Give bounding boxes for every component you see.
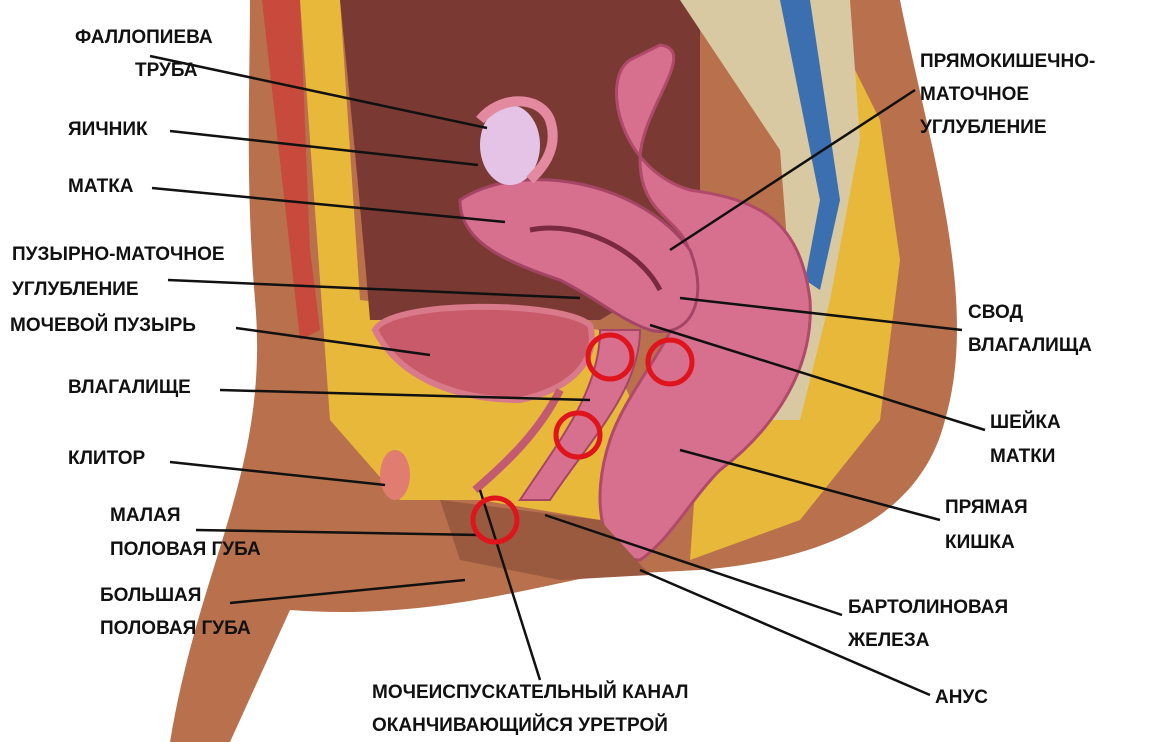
label-cervix: ШЕЙКА bbox=[990, 412, 1061, 433]
uterus bbox=[458, 178, 700, 333]
label-vaginal-fornix-2: ВЛАГАЛИЩА bbox=[968, 335, 1092, 356]
highlight-circle bbox=[553, 410, 603, 460]
label-rectouterine-2: МАТОЧНОЕ bbox=[920, 84, 1030, 105]
leader-line bbox=[229, 578, 466, 605]
label-rectum: ПРЯМАЯ bbox=[945, 497, 1028, 518]
label-labia-minora-2: ПОЛОВАЯ ГУБА bbox=[110, 539, 261, 560]
leader-line bbox=[649, 323, 986, 432]
leader-line bbox=[679, 296, 963, 332]
highlight-circle bbox=[585, 332, 635, 382]
label-vesicouterine: ПУЗЫРНО-МАТОЧНОЕ bbox=[12, 244, 225, 265]
leader-line bbox=[149, 54, 488, 130]
rectum bbox=[598, 43, 812, 562]
leader-line bbox=[151, 186, 506, 224]
label-clitoris: КЛИТОР bbox=[68, 448, 146, 469]
label-labia-majora-2: ПОЛОВАЯ ГУБА bbox=[100, 618, 251, 639]
clitoris bbox=[380, 450, 410, 500]
uterine-cavity bbox=[529, 225, 663, 292]
label-urethra-2: ОКАНЧИВАЮЩИЙСЯ УРЕТРОЙ bbox=[372, 715, 668, 736]
label-bladder: МОЧЕВОЙ ПУЗЫРЬ bbox=[10, 315, 196, 336]
label-bartholin-gland-2: ЖЕЛЕЗА bbox=[848, 630, 930, 651]
leader-lines bbox=[149, 54, 986, 697]
ovary bbox=[480, 105, 540, 185]
leader-line bbox=[195, 528, 481, 537]
leader-line bbox=[639, 568, 931, 697]
label-vesicouterine-2: УГЛУБЛЕНИЕ bbox=[12, 279, 139, 300]
label-ovary: ЯИЧНИК bbox=[68, 119, 148, 140]
leader-line bbox=[544, 513, 843, 617]
label-bartholin-gland: БАРТОЛИНОВАЯ bbox=[848, 597, 1009, 618]
abdominal-muscle bbox=[262, 0, 320, 340]
label-urethra: МОЧЕИСПУСКАТЕЛЬНЫЙ КАНАЛ bbox=[372, 682, 689, 703]
label-labia-minora: МАЛАЯ bbox=[110, 505, 181, 526]
label-fallopian-tube-2: ТРУБА bbox=[135, 60, 198, 81]
spinal-canal bbox=[780, 0, 840, 290]
urethra bbox=[472, 388, 564, 494]
leader-line bbox=[679, 448, 941, 522]
leader-line bbox=[235, 326, 431, 357]
leader-line bbox=[219, 388, 591, 402]
label-labia-majora: БОЛЬШАЯ bbox=[100, 585, 202, 606]
bladder bbox=[371, 303, 595, 404]
leader-line bbox=[478, 489, 542, 681]
label-rectouterine: ПРЯМОКИШЕЧНО- bbox=[920, 51, 1096, 72]
highlight-circle bbox=[470, 495, 520, 545]
fallopian-tube bbox=[476, 96, 558, 184]
label-fallopian-tube: ФАЛЛОПИЕВА bbox=[75, 27, 213, 48]
leader-line bbox=[669, 88, 916, 252]
leader-line bbox=[169, 129, 479, 167]
highlight-circles bbox=[470, 332, 695, 545]
label-rectouterine-3: УГЛУБЛЕНИЕ bbox=[920, 117, 1047, 138]
leader-line bbox=[169, 460, 386, 487]
label-cervix-2: МАТКИ bbox=[990, 446, 1056, 467]
label-anus: АНУС bbox=[935, 687, 988, 708]
label-uterus: МАТКА bbox=[68, 176, 134, 197]
label-rectum-2: КИШКА bbox=[945, 532, 1015, 553]
label-vaginal-fornix: СВОД bbox=[968, 302, 1024, 323]
label-vagina: ВЛАГАЛИЩЕ bbox=[68, 377, 191, 398]
highlight-circle bbox=[645, 337, 695, 387]
labia-region bbox=[440, 500, 650, 580]
leader-line bbox=[167, 278, 581, 300]
